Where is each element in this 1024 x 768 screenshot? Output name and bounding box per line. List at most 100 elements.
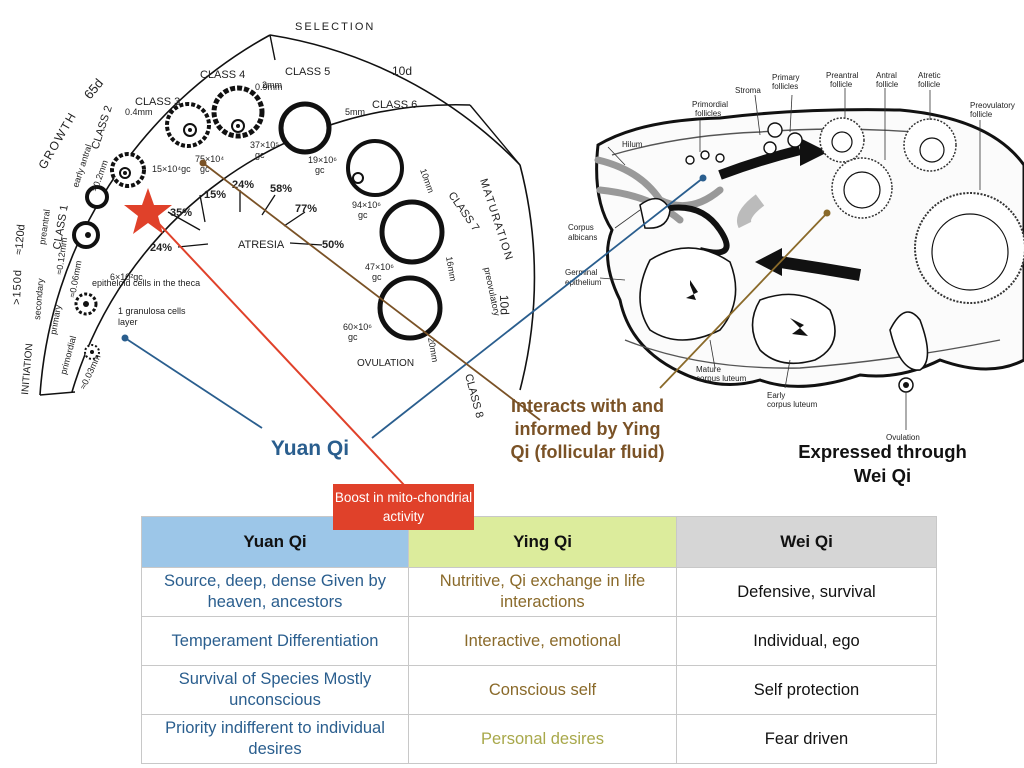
table-cell: Personal desires [408,714,677,764]
svg-text:6×10²gc: 6×10²gc [110,272,143,282]
yuan-connector-right [371,177,704,439]
table-header-row: Yuan Qi Ying Qi Wei Qi [141,516,937,568]
svg-text:epitheloid cells in the theca: epitheloid cells in the theca [92,278,200,288]
svg-text:gc: gc [255,150,265,160]
svg-text:75×10⁴: 75×10⁴ [195,154,224,164]
svg-text:24%: 24% [150,242,172,254]
svg-text:CLASS 4: CLASS 4 [200,69,245,81]
follicle-c7 [211,85,265,139]
svg-text:epithelium: epithelium [565,278,602,287]
svg-text:10d: 10d [497,295,512,316]
svg-text:0.4mm: 0.4mm [125,107,153,117]
svg-text:Primordial: Primordial [692,100,728,109]
svg-text:corpus luteum: corpus luteum [767,400,818,409]
svg-text:Ovulation: Ovulation [886,433,920,442]
svg-text:gc: gc [315,165,325,175]
svg-text:≈0.06mm: ≈0.06mm [67,260,83,299]
table-row: Source, deep, dense Given by heaven, anc… [141,567,937,617]
table-cell: Nutritive, Qi exchange in life interacti… [408,567,677,617]
svg-text:24%: 24% [232,179,254,191]
yuan-qi-label: Yuan Qi [270,437,350,460]
table-cell: Priority indifferent to individual desir… [141,714,409,764]
svg-text:early antral: early antral [70,143,93,188]
table-cell: Temperament Differentiation [141,616,409,666]
svg-text:primary: primary [48,304,63,336]
svg-text:primordial: primordial [58,335,78,376]
svg-text:≈120d: ≈120d [13,224,28,255]
svg-text:GROWTH: GROWTH [35,109,79,171]
yuan-connector-left [124,337,263,429]
svg-text:OVULATION: OVULATION [357,358,414,369]
wei-qi-label: Expressed through Wei Qi [798,441,967,486]
svg-text:10mm: 10mm [418,167,436,194]
svg-text:gc: gc [372,272,382,282]
table-cell: Conscious self [408,665,677,715]
svg-text:Stroma: Stroma [735,86,761,95]
svg-text:15×10⁴gc: 15×10⁴gc [152,164,191,174]
svg-text:35%: 35% [170,207,192,219]
svg-text:SELECTION: SELECTION [295,21,375,33]
qi-comparison-table: Yuan Qi Ying Qi Wei Qi Source, deep, den… [141,516,937,764]
svg-text:follicle: follicle [970,110,993,119]
svg-text:corpus luteum: corpus luteum [696,374,747,383]
svg-text:gc: gc [358,210,368,220]
svg-text:CLASS 3: CLASS 3 [135,96,180,108]
svg-text:37×10⁵: 37×10⁵ [250,140,279,150]
svg-text:Preantral: Preantral [826,71,859,80]
svg-text:albicans: albicans [568,233,597,242]
table-cell: Fear driven [676,714,937,764]
table-cell: Defensive, survival [676,567,937,617]
svg-text:MATURATION: MATURATION [477,177,515,263]
table-row: Temperament Differentiation Interactive,… [141,616,937,666]
boost-connector [147,211,406,487]
svg-text:follicle: follicle [876,80,899,89]
boost-callout: Boost in mito-chondrial activity [333,484,474,530]
follicle-c4 [85,185,109,209]
svg-text:CLASS 2: CLASS 2 [89,104,114,151]
svg-text:≈0.03mm: ≈0.03mm [78,353,103,391]
header-yuan-qi: Yuan Qi [141,516,409,568]
svg-text:58%: 58% [270,183,292,195]
svg-text:Mature: Mature [696,365,721,374]
svg-text:15%: 15% [204,189,226,201]
table-cell: Individual, ego [676,616,937,666]
svg-text:2mm: 2mm [262,80,282,90]
table-cell: Source, deep, dense Given by heaven, anc… [141,567,409,617]
star-icon [124,188,172,234]
header-wei-qi: Wei Qi [676,516,937,568]
svg-text:gc: gc [200,164,210,174]
svg-text:1 granulosa cells: 1 granulosa cells [118,306,186,316]
svg-text:94×10⁶: 94×10⁶ [352,200,381,210]
table-cell: Survival of Species Mostly unconscious [141,665,409,715]
svg-text:Hilum: Hilum [622,140,643,149]
svg-text:>150d: >150d [11,269,24,305]
svg-text:65d: 65d [81,76,106,102]
svg-text:Early: Early [767,391,785,400]
follicle-c9 [346,139,404,197]
follicle-c8 [278,101,332,155]
svg-text:Antral: Antral [876,71,897,80]
svg-text:50%: 50% [322,239,344,251]
table-cell: Interactive, emotional [408,616,677,666]
svg-text:follicle: follicle [830,80,853,89]
follicle-c11 [377,275,443,341]
table-row: Survival of Species Mostly unconscious C… [141,665,937,715]
svg-text:CLASS 5: CLASS 5 [285,66,330,78]
ying-qi-label: Interacts with and informed by Ying Qi (… [510,396,665,462]
svg-text:preantral: preantral [37,209,52,246]
svg-text:Corpus: Corpus [568,223,594,232]
svg-text:follicles: follicles [695,109,721,118]
svg-text:16mm: 16mm [444,256,458,282]
svg-text:CLASS 6: CLASS 6 [372,99,417,111]
svg-text:follicles: follicles [772,82,798,91]
svg-text:0.9mm: 0.9mm [255,82,283,92]
svg-text:follicle: follicle [918,80,941,89]
svg-text:10d: 10d [392,64,412,78]
ying-connector-right [659,212,828,389]
svg-text:5mm: 5mm [345,107,365,117]
follicle-c10 [379,199,445,265]
svg-text:gc: gc [348,332,358,342]
ying-connector-left [202,162,541,421]
svg-text:20mm: 20mm [426,337,440,363]
